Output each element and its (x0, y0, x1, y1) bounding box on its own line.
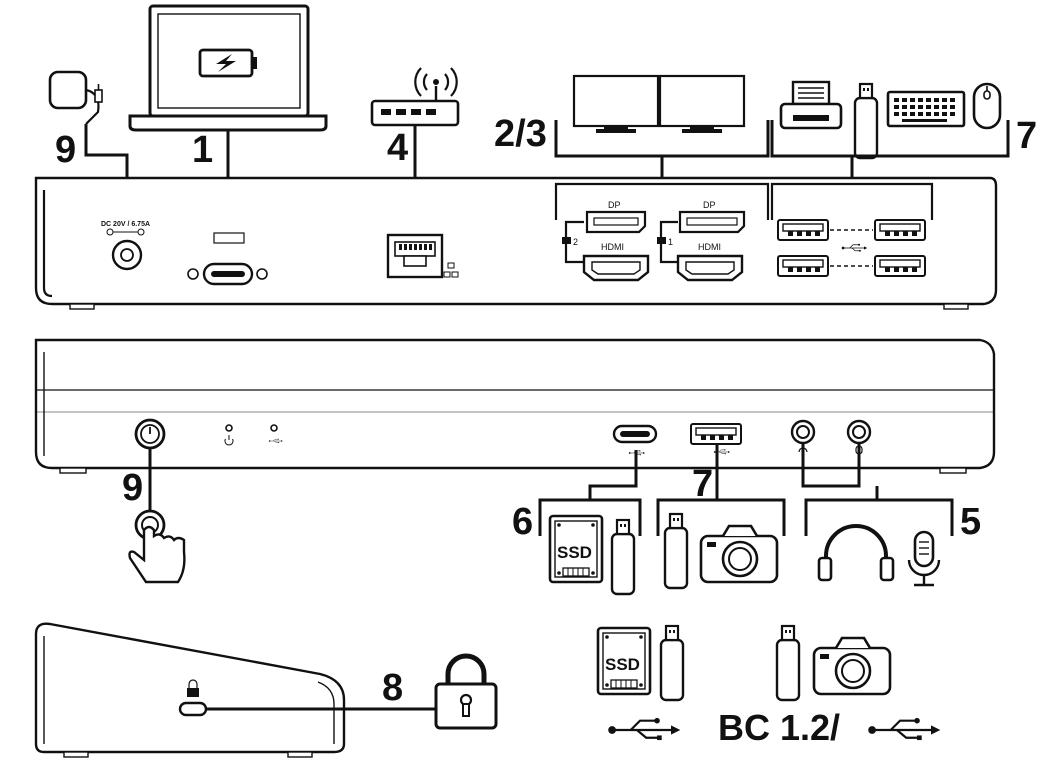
dc-input-label: DC 20V / 6.75A (101, 221, 150, 228)
laptop-symbol-icon (213, 232, 245, 244)
callout-7-front: 7 (692, 463, 713, 505)
microphone-jack[interactable] (846, 419, 872, 445)
callout-9-rear: 9 (55, 129, 76, 171)
mouse-icon (972, 82, 1002, 130)
dp-label-b: DP (703, 200, 716, 210)
microphone-icon (907, 530, 941, 587)
usb-trident-icon (867, 716, 942, 742)
usb-led-icon (268, 424, 284, 444)
power-adapter-icon (48, 70, 103, 125)
monitor-symbol-icon (562, 237, 571, 244)
hdmi-port-icon[interactable] (582, 254, 650, 282)
usb-trident-icon (607, 716, 682, 742)
keyboard-icon (886, 90, 966, 128)
display-2-label: 2 (573, 237, 578, 247)
router-icon (370, 67, 460, 127)
led-indicator (187, 268, 199, 280)
ethernet-port-icon[interactable] (386, 233, 444, 279)
usb-a-port-icon[interactable] (874, 255, 926, 277)
headphone-jack[interactable] (790, 419, 816, 445)
monitor-icon (572, 74, 660, 135)
usb-flash-drive-icon (659, 624, 685, 702)
dc-power-jack[interactable] (111, 239, 143, 271)
callout-9-front: 9 (122, 467, 143, 509)
usb-c-port-icon[interactable] (612, 424, 658, 444)
network-symbol-icon (443, 262, 459, 278)
dock-side-panel (34, 622, 346, 758)
kensington-symbol-icon (187, 679, 199, 697)
callout-1: 1 (192, 129, 213, 171)
led-indicator (256, 268, 268, 280)
legend-ssd-label: SSD (605, 655, 640, 674)
dc-polarity-icon (106, 228, 145, 236)
ssd-label: SSD (557, 543, 592, 562)
headphones-icon (817, 524, 895, 582)
battery-charging-icon (198, 48, 257, 78)
callout-6: 6 (512, 501, 533, 543)
laptop-icon (128, 4, 328, 132)
usb-flash-drive-icon (663, 512, 689, 590)
callout-8: 8 (382, 667, 403, 709)
hdmi-label-a: HDMI (601, 242, 624, 252)
monitor-symbol-icon (657, 237, 666, 244)
callout-4: 4 (387, 127, 408, 169)
usb-a-port-icon[interactable] (874, 219, 926, 241)
usb-peripherals-bracket (770, 120, 1010, 158)
displayport-port-icon[interactable] (585, 210, 647, 234)
usb-a-port-icon[interactable] (777, 255, 829, 277)
printer-icon (779, 80, 843, 130)
usb-a-port-icon[interactable] (690, 423, 742, 445)
display-1-label: 1 (668, 237, 673, 247)
power-button-icon[interactable] (134, 418, 166, 450)
hand-press-icon (128, 509, 186, 584)
bc-label: BC 1.2/ (718, 707, 840, 748)
usb-flash-drive-icon (610, 518, 636, 596)
kensington-slot-icon[interactable] (178, 701, 208, 717)
usb-a-port-icon[interactable] (777, 219, 829, 241)
hdmi-port-icon[interactable] (676, 254, 744, 282)
callout-2-3: 2/3 (494, 113, 547, 155)
callout-7-rear: 7 (1016, 115, 1037, 157)
dp-label-a: DP (608, 200, 621, 210)
callout-5: 5 (960, 501, 981, 543)
displayport-port-icon[interactable] (678, 210, 746, 234)
usb-flash-drive-icon (775, 624, 801, 702)
padlock-icon (434, 653, 498, 730)
camera-icon (699, 524, 779, 584)
video-bracket (554, 182, 770, 220)
camera-icon (812, 636, 892, 696)
monitor-icon (658, 74, 746, 135)
hdmi-label-b: HDMI (698, 242, 721, 252)
dock-rear-panel (34, 176, 998, 310)
dock-front-panel (34, 338, 996, 474)
power-led-icon (224, 424, 234, 446)
usb-c-port-icon[interactable] (202, 262, 254, 286)
usb-rear-bracket (770, 182, 934, 220)
usb-flash-drive-icon (853, 82, 879, 160)
